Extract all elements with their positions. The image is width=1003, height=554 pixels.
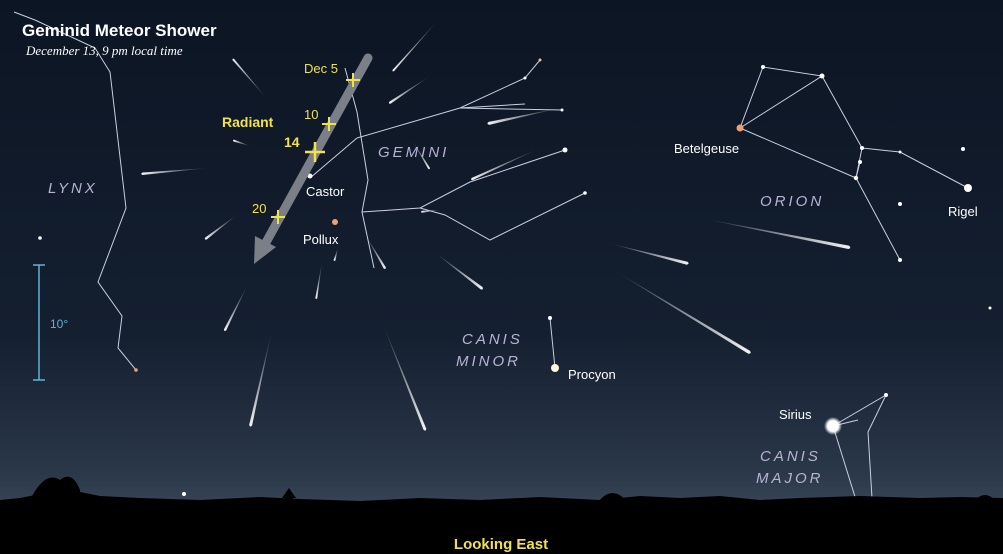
radiant-markers <box>271 73 360 224</box>
constellation-lynx: LYNX <box>48 180 98 197</box>
constellation-canis-major-1: CANIS <box>760 448 821 465</box>
radiant-label: Radiant <box>222 114 274 130</box>
meteor-streak <box>232 139 250 146</box>
meteor-streak <box>382 322 427 431</box>
radiant-date-dec5: Dec 5 <box>304 61 338 76</box>
radiant-marker-10 <box>322 117 336 131</box>
ground <box>0 522 1003 554</box>
meteor-streak <box>388 76 430 104</box>
radiant-date-20: 20 <box>252 201 266 216</box>
rigel-star <box>964 184 972 192</box>
meteor-trails <box>141 18 851 431</box>
meteor-streak <box>610 268 751 354</box>
meteor-streak <box>434 252 483 290</box>
radiant-marker-dec5 <box>346 73 360 87</box>
meteor-streak <box>333 248 338 262</box>
meteor-streak <box>141 168 208 176</box>
meteor-streak <box>204 214 238 240</box>
pollux-star <box>332 219 338 225</box>
meteor-streak <box>366 236 386 270</box>
radiant-date-14: 14 <box>284 134 300 150</box>
star-label-rigel: Rigel <box>948 204 978 219</box>
constellation-canis-minor-1: CANIS <box>462 331 523 348</box>
sirius-star <box>824 417 842 435</box>
star-label-castor: Castor <box>306 184 345 199</box>
meteor-streak <box>412 140 430 170</box>
betelgeuse-star <box>736 124 744 132</box>
constellation-orion: ORION <box>760 193 824 210</box>
gemini-lines <box>309 59 586 269</box>
star-label-pollux: Pollux <box>303 232 339 247</box>
scale-label: 10° <box>50 317 68 331</box>
star-label-procyon: Procyon <box>568 367 616 382</box>
scale-bar <box>33 264 45 381</box>
meteor-streak <box>232 58 268 100</box>
radiant-marker-20 <box>271 210 285 224</box>
star-label-sirius: Sirius <box>779 407 812 422</box>
star-label-betelgeuse: Betelgeuse <box>674 141 739 156</box>
meteor-streak <box>315 262 322 300</box>
constellation-canis-minor-2: MINOR <box>456 353 521 370</box>
meteor-streak <box>700 218 851 250</box>
lynx-lines <box>13 11 137 371</box>
meteor-streak <box>608 243 689 265</box>
constellation-canis-major-2: MAJOR <box>756 470 824 487</box>
radiant-date-10: 10 <box>304 107 318 122</box>
footer-looking-east: Looking East <box>454 536 548 553</box>
meteor-streak <box>487 108 560 125</box>
meteor-streak <box>471 148 540 181</box>
procyon-star <box>551 364 559 372</box>
chart-subtitle: December 13, 9 pm local time <box>25 43 183 58</box>
radiant-marker-14 <box>305 142 325 162</box>
horizon-silhouette <box>0 476 1003 530</box>
constellation-gemini: GEMINI <box>378 144 449 161</box>
stars <box>38 58 992 496</box>
meteor-streak <box>392 18 440 72</box>
canis-minor-lines <box>549 317 556 369</box>
chart-title: Geminid Meteor Shower <box>22 21 217 40</box>
meteor-streak <box>224 284 248 331</box>
meteor-streak <box>249 330 272 427</box>
